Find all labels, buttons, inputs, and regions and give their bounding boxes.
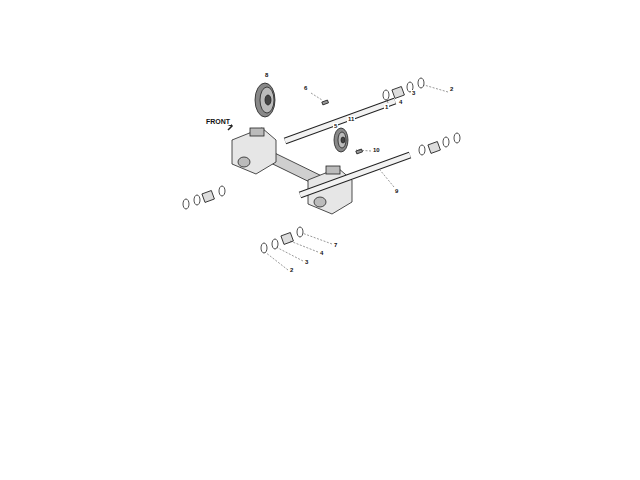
gear: [260, 87, 274, 113]
bushing: [392, 87, 404, 99]
callout-number: 7: [333, 242, 338, 248]
shaft: [300, 155, 410, 195]
shaft: [300, 155, 410, 195]
washer: [183, 199, 189, 209]
gear: [334, 128, 348, 152]
gear: [338, 132, 346, 148]
callout-number: 4: [319, 250, 324, 256]
washer: [419, 145, 425, 155]
callout-number: 3: [304, 259, 309, 265]
washer: [383, 90, 389, 100]
illustration: [183, 78, 460, 253]
leader-line: [424, 85, 448, 92]
washer: [261, 243, 267, 253]
housing-slot: [250, 128, 264, 136]
washer: [443, 137, 449, 147]
leader-line: [265, 252, 288, 270]
housing-bore: [238, 157, 250, 167]
washer: [454, 133, 460, 143]
callout-number: 2: [449, 86, 454, 92]
callout-number: 1: [384, 104, 389, 110]
key: [356, 149, 363, 154]
leader-line: [380, 170, 394, 187]
leader-line: [266, 83, 267, 84]
callout-number: 5: [333, 123, 338, 129]
leader-line: [290, 241, 318, 252]
leader-line: [311, 93, 322, 100]
leader-line: [387, 100, 388, 103]
leader-lines: [265, 83, 448, 270]
bushing: [202, 191, 214, 203]
callout-number: 6: [303, 85, 308, 91]
leader-line: [356, 150, 371, 151]
washer: [219, 186, 225, 196]
leader-line: [302, 233, 332, 244]
housing: [232, 128, 276, 174]
washer: [418, 78, 424, 88]
gear-hub: [341, 137, 345, 143]
leader-line: [276, 247, 303, 261]
callout-number: 10: [372, 147, 381, 153]
key: [322, 100, 329, 105]
housing-slot: [326, 166, 340, 174]
callout-number: 11: [347, 116, 355, 122]
direction-label: FRONT: [205, 118, 231, 125]
gear-hub: [265, 95, 271, 105]
bushing: [428, 142, 440, 154]
washer: [297, 227, 303, 237]
callout-number: 2: [289, 267, 294, 273]
callout-number: 9: [394, 188, 399, 194]
bushing: [281, 233, 293, 245]
callout-number: 8: [264, 72, 269, 78]
washer: [194, 195, 200, 205]
callout-number: 3: [411, 90, 416, 96]
callout-number: 4: [398, 99, 403, 105]
housing-bore: [314, 197, 326, 207]
gear: [255, 83, 275, 117]
